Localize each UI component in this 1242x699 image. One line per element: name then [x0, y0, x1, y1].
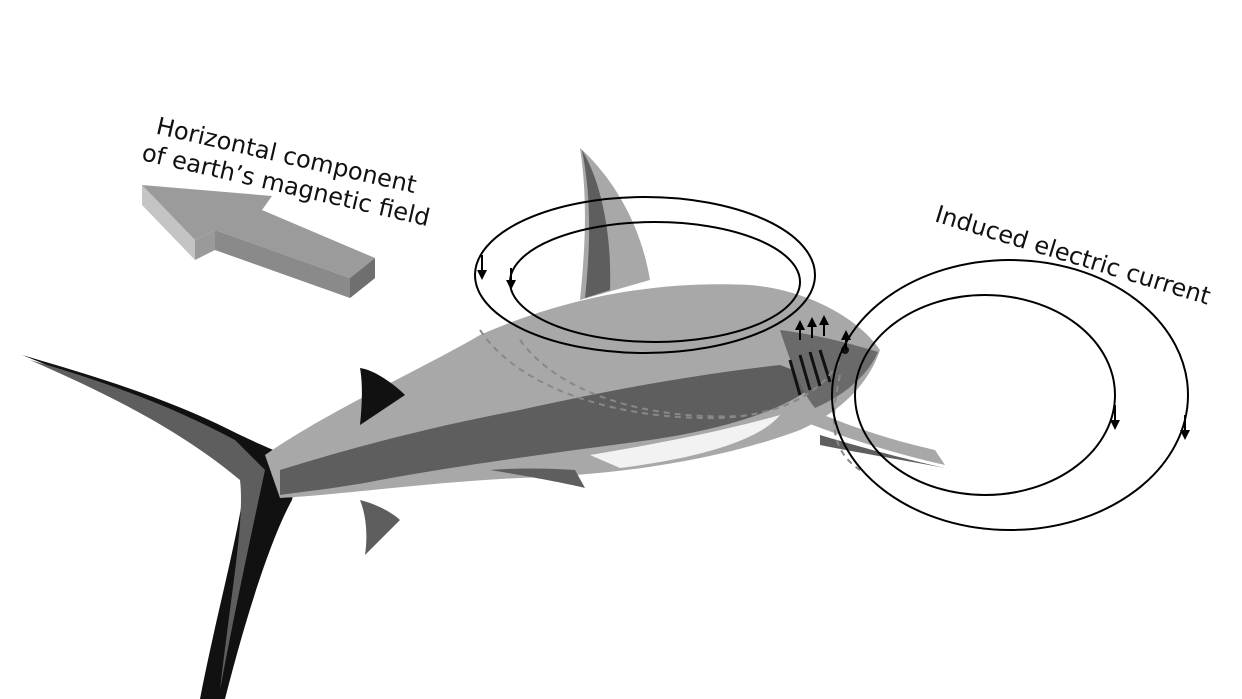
shark-head-shade — [780, 330, 878, 408]
head-loop-outer — [831, 259, 1189, 531]
arrow-shaft-front — [215, 230, 375, 298]
arrow-top-face — [142, 185, 375, 278]
shark-gills — [788, 349, 832, 396]
dorsal-loop-outer — [474, 196, 816, 354]
shark-belly — [590, 415, 780, 468]
head-loop-inner — [854, 294, 1116, 496]
shark-second-dorsal-fin — [360, 368, 405, 425]
current-loop-head — [795, 259, 1190, 531]
shark-pelvic-fin — [360, 500, 400, 555]
current-loop-icon — [474, 196, 816, 354]
shark-dorsal-fin-shade — [582, 150, 611, 298]
arrow-shaft-side — [350, 258, 375, 298]
shark-lower-fin — [490, 468, 585, 488]
shark-pectoral-fin — [800, 405, 945, 465]
arrow-side-face — [142, 185, 195, 260]
shark-tail-shade — [30, 360, 265, 690]
shark-body-shade — [280, 365, 820, 495]
shark-illustration — [22, 148, 945, 699]
3d-block-arrow-icon — [142, 185, 375, 298]
hidden-current-path — [479, 329, 861, 471]
